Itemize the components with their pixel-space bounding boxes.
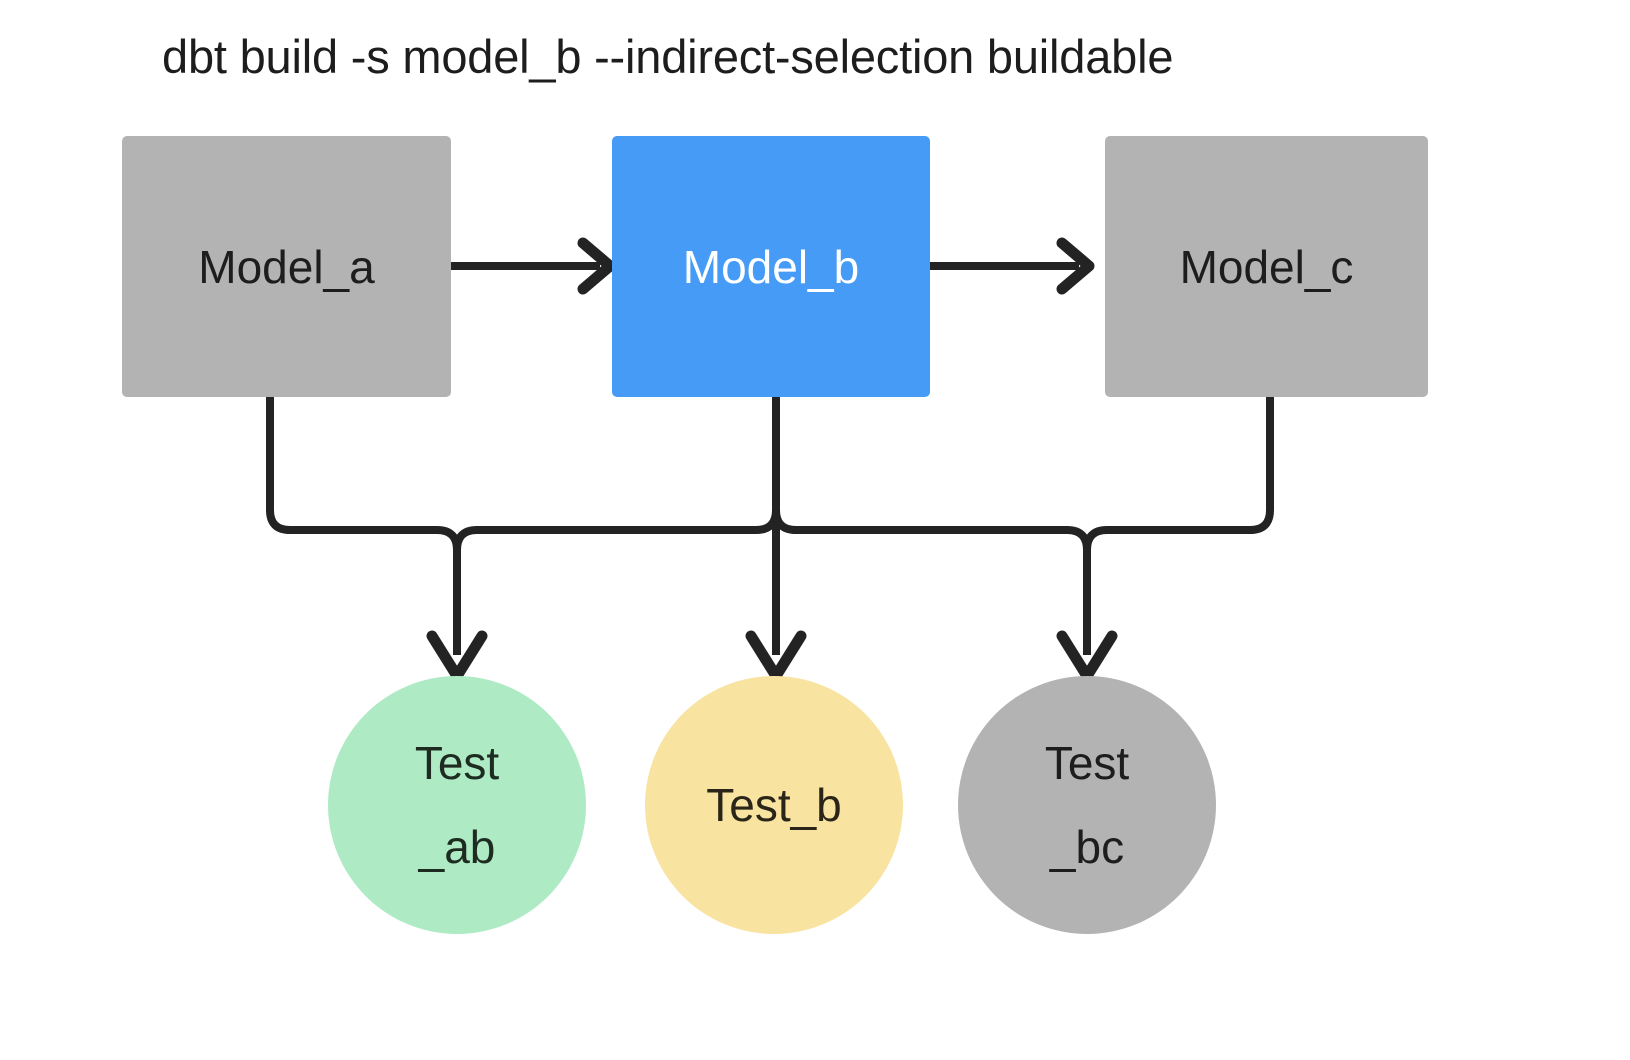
node-test-ab[interactable]: Test _ab — [328, 676, 586, 934]
edge-model-b-to-test-ab — [453, 397, 780, 655]
edge-model-b-to-test-bc — [772, 397, 1091, 655]
node-test-b-label-line1: Test_b — [706, 779, 842, 831]
arrowhead-test-bc — [1056, 630, 1118, 682]
node-model-c-label: Model_c — [1179, 240, 1354, 293]
edge-model-c-to-test-bc — [1083, 397, 1274, 655]
node-test-b[interactable]: Test_b — [645, 676, 903, 934]
node-model-b-label: Model_b — [682, 240, 860, 293]
edge-model-b-to-test-b — [745, 397, 807, 682]
node-test-bc[interactable]: Test _bc — [958, 676, 1216, 934]
node-test-bc-label-line1: Test — [1044, 737, 1130, 789]
diagram-title: dbt build -s model_b --indirect-selectio… — [162, 30, 1174, 83]
node-test-bc-label-line2: _bc — [1049, 821, 1125, 873]
edge-model-b-to-model-c — [930, 237, 1095, 295]
node-model-b[interactable]: Model_b — [612, 136, 930, 397]
node-test-ab-label-line2: _ab — [418, 821, 496, 873]
arrowhead-test-ab — [426, 630, 488, 682]
node-model-a[interactable]: Model_a — [122, 136, 451, 397]
node-model-c[interactable]: Model_c — [1105, 136, 1428, 397]
node-model-a-label: Model_a — [198, 240, 375, 293]
edge-model-a-to-model-b — [451, 237, 616, 295]
edge-model-a-to-test-ab — [266, 397, 461, 655]
node-test-ab-label-line1: Test — [414, 737, 500, 789]
